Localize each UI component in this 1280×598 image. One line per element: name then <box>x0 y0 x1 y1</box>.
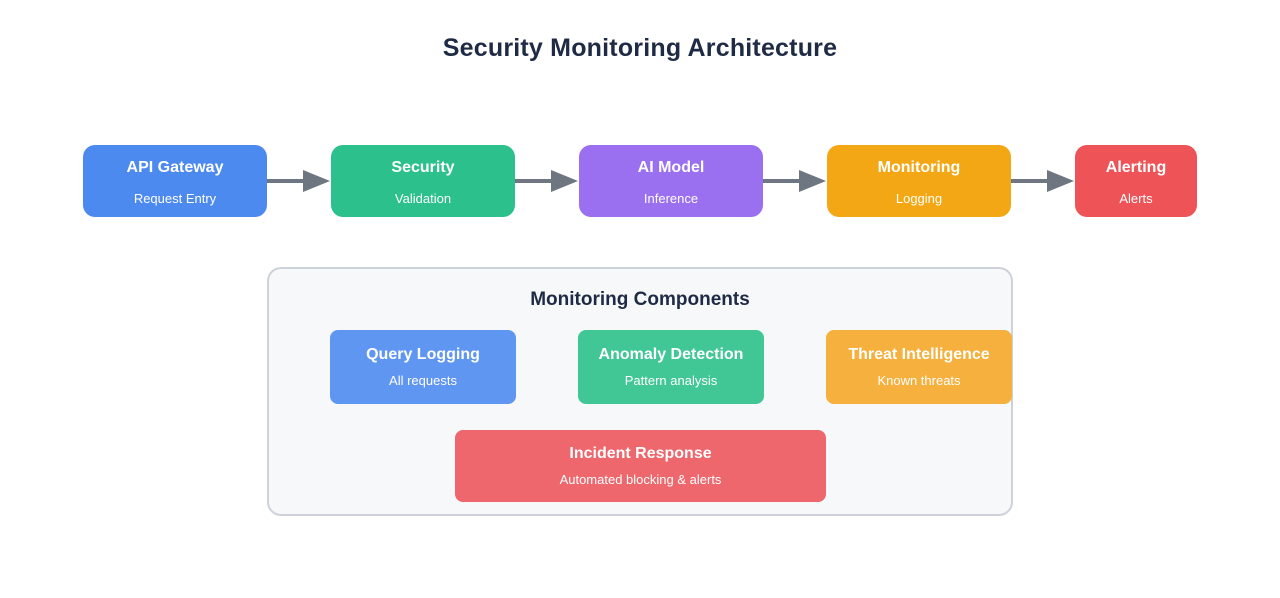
node-sublabel: Alerts <box>1119 190 1153 206</box>
node-label: API Gateway <box>126 158 224 176</box>
node-label: Threat Intelligence <box>848 346 990 363</box>
flow-node-api-gateway: API Gateway Request Entry <box>83 145 267 217</box>
component-threat-intelligence: Threat Intelligence Known threats <box>826 330 1012 404</box>
arrow-right-icon <box>267 170 330 192</box>
flow-node-alerting: Alerting Alerts <box>1075 145 1197 217</box>
arrow-right-icon <box>515 170 578 192</box>
node-label: Query Logging <box>366 346 480 363</box>
arrow-right-icon <box>1011 170 1074 192</box>
flow-node-security: Security Validation <box>331 145 515 217</box>
flow-node-ai-model: AI Model Inference <box>579 145 763 217</box>
monitoring-components-panel: Monitoring Components Query Logging All … <box>267 267 1013 516</box>
node-sublabel: All requests <box>389 373 457 388</box>
node-sublabel: Request Entry <box>133 190 217 206</box>
panel-title: Monitoring Components <box>530 289 750 310</box>
component-query-logging: Query Logging All requests <box>330 330 516 404</box>
node-label: AI Model <box>637 158 705 176</box>
flow-node-monitoring: Monitoring Logging <box>827 145 1011 217</box>
node-label: Anomaly Detection <box>598 346 744 363</box>
node-label: Security <box>391 158 455 176</box>
node-sublabel: Automated blocking & alerts <box>559 472 722 487</box>
node-sublabel: Known threats <box>877 373 961 388</box>
node-sublabel: Logging <box>895 190 943 206</box>
node-label: Incident Response <box>569 445 712 462</box>
arrow-right-icon <box>763 170 826 192</box>
node-label: Monitoring <box>877 158 961 176</box>
node-sublabel: Validation <box>394 190 452 206</box>
node-label: Alerting <box>1105 158 1167 176</box>
page-title: Security Monitoring Architecture <box>442 34 838 62</box>
component-incident-response: Incident Response Automated blocking & a… <box>455 430 826 502</box>
component-anomaly-detection: Anomaly Detection Pattern analysis <box>578 330 764 404</box>
node-sublabel: Inference <box>643 190 699 206</box>
node-sublabel: Pattern analysis <box>624 373 718 388</box>
